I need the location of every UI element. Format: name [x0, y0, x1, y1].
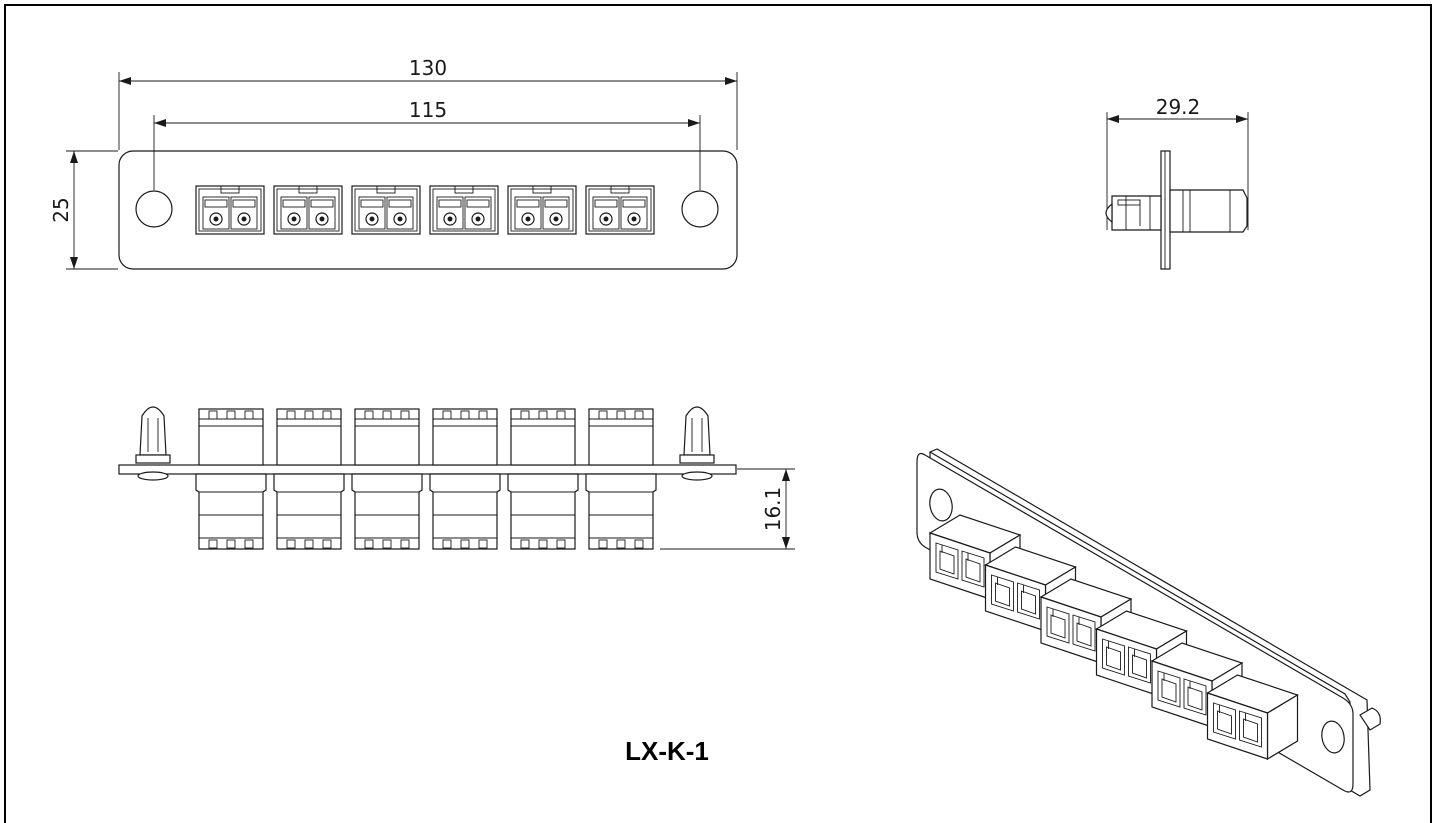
dim-height: 25 — [49, 197, 73, 222]
front-lc-duplex-adapter — [351, 185, 421, 235]
iso-mount-hole-left — [929, 488, 953, 522]
top-view: 16.1 — [118, 406, 795, 550]
part-number-title: LX-K-1 — [625, 736, 709, 766]
front-lc-duplex-adapter — [273, 185, 343, 235]
dim-hole-spacing: 115 — [409, 98, 447, 122]
front-panel — [118, 150, 738, 270]
top-adapter-body — [585, 408, 657, 550]
top-panel-plate — [118, 464, 737, 475]
front-adapters — [195, 185, 655, 235]
top-screw-left — [135, 406, 171, 481]
isometric-view — [916, 448, 1381, 797]
top-adapters — [195, 408, 657, 550]
side-view: 29.2 — [1105, 95, 1249, 270]
front-lc-duplex-adapter — [429, 185, 499, 235]
top-adapter-body — [507, 408, 579, 550]
iso-lc-duplex-adapter — [1206, 674, 1299, 761]
top-screw-right — [679, 406, 715, 481]
side-adapter-body-rear — [1169, 189, 1248, 233]
front-mount-hole-right — [681, 190, 719, 228]
side-panel-plate — [1160, 150, 1171, 270]
front-lc-duplex-adapter — [585, 185, 655, 235]
top-adapter-body — [195, 408, 267, 550]
iso-mount-hole-right — [1321, 720, 1345, 754]
iso-screw — [1359, 707, 1381, 731]
dim-depth: 29.2 — [1156, 95, 1201, 119]
top-adapter-body — [273, 408, 345, 550]
side-adapter-nose — [1105, 202, 1113, 224]
dim-projection: 16.1 — [761, 487, 785, 532]
top-adapter-body — [351, 408, 423, 550]
front-lc-duplex-adapter — [195, 185, 265, 235]
dim-overall-width: 130 — [409, 56, 447, 80]
top-adapter-body — [429, 408, 501, 550]
front-mount-hole-left — [135, 190, 173, 228]
drawing-frame — [4, 4, 1432, 823]
front-lc-duplex-adapter — [507, 185, 577, 235]
front-view: 130 115 25 — [49, 56, 738, 270]
side-adapter-body-front — [1111, 195, 1162, 231]
iso-adapters — [928, 514, 1299, 761]
